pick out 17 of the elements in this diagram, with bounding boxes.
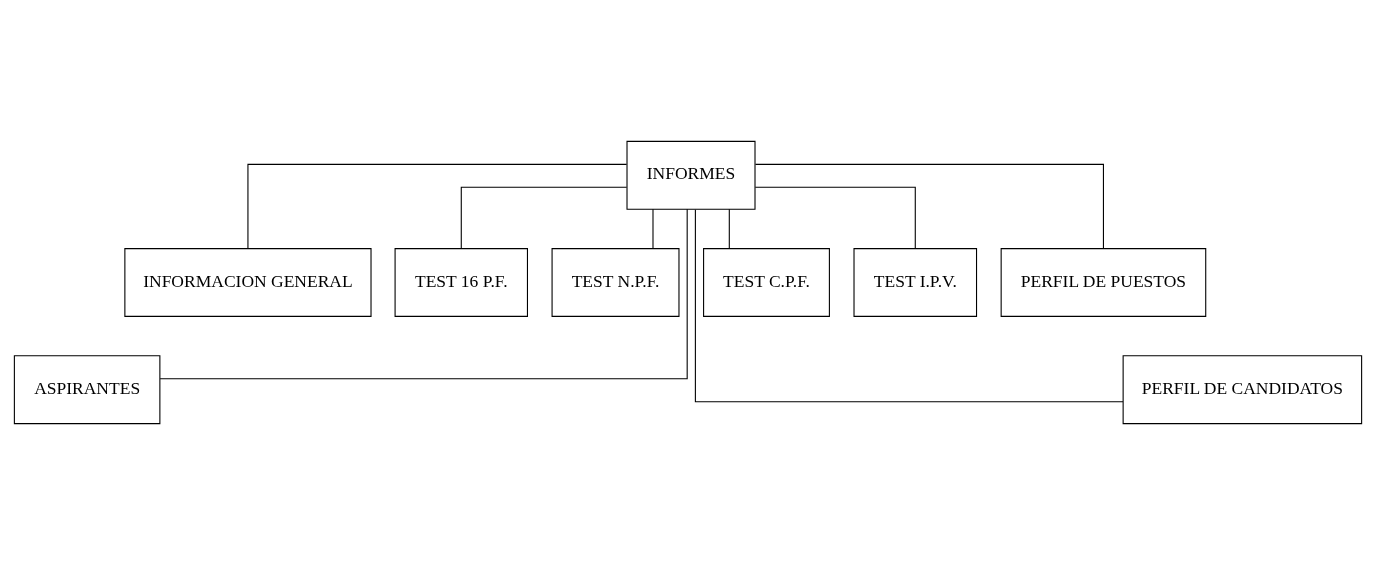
node-box: TEST I.P.V. <box>853 248 978 317</box>
node-box: PERFIL DE CANDIDATOS <box>1122 355 1363 425</box>
connector <box>159 208 688 380</box>
node-box: PERFIL DE PUESTOS <box>1000 248 1207 317</box>
connector <box>247 163 628 249</box>
connector <box>754 163 1104 249</box>
node-box: TEST C.P.F. <box>703 248 830 317</box>
connector <box>754 186 916 249</box>
node-box: ASPIRANTES <box>13 355 161 425</box>
node-box: INFORMACION GENERAL <box>124 248 372 317</box>
connector <box>728 208 730 249</box>
node-box: INFORMES <box>626 140 756 210</box>
connector <box>460 186 628 249</box>
node-box: TEST 16 P.F. <box>394 248 528 317</box>
connector <box>652 208 654 249</box>
node-box: TEST N.P.F. <box>551 248 680 317</box>
connector <box>694 209 1124 403</box>
